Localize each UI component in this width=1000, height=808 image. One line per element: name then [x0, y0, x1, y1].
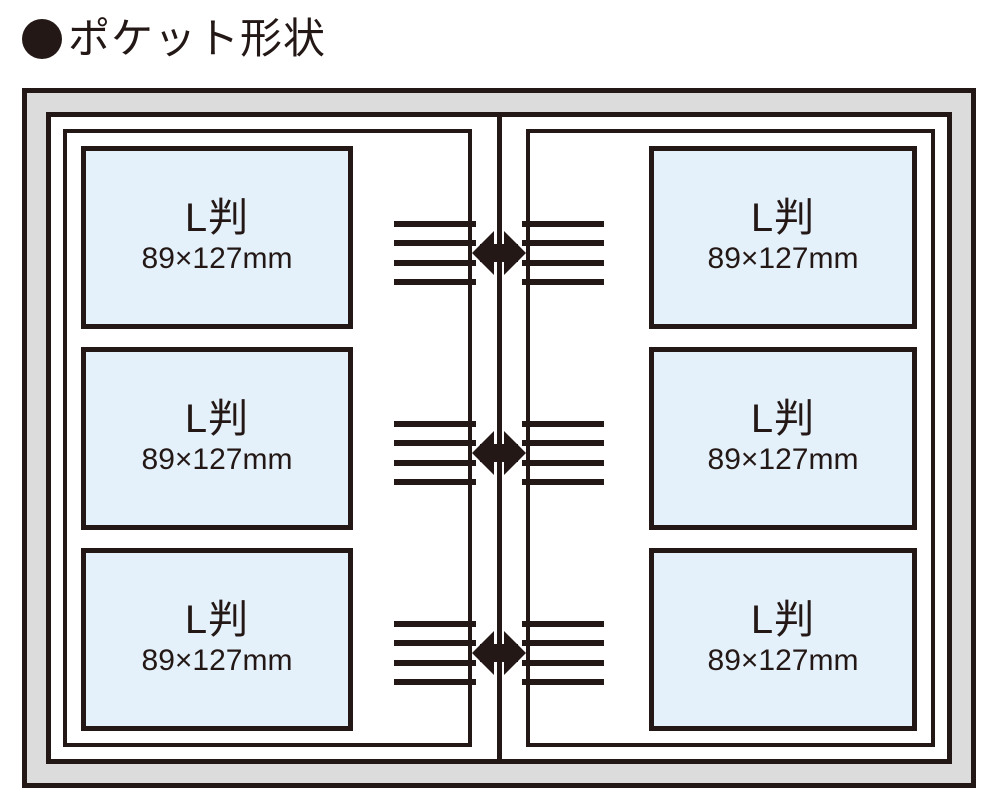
pocket-right-2[interactable]: L判 89×127mm	[649, 346, 917, 530]
album-half-right: L判 89×127mm L判 89×127mm L判 89×127mm	[526, 129, 935, 747]
page-title-label: ポケット形状	[68, 15, 327, 62]
pocket-left-1[interactable]: L判 89×127mm	[81, 145, 353, 329]
album-outer-frame: L判 89×127mm L判 89×127mm L判 89×127mm	[22, 88, 976, 788]
pocket-left-2[interactable]: L判 89×127mm	[81, 346, 353, 530]
album-spine	[497, 117, 502, 759]
pocket-dimensions: 89×127mm	[707, 443, 859, 476]
pocket-size-label: L判	[184, 397, 250, 441]
album-half-left: L判 89×127mm L判 89×127mm L判 89×127mm	[63, 129, 472, 747]
pocket-dimensions: 89×127mm	[707, 644, 859, 677]
pocket-size-label: L判	[184, 598, 250, 642]
pocket-right-1[interactable]: L判 89×127mm	[649, 145, 917, 329]
pocket-size-label: L判	[750, 397, 816, 441]
pocket-size-label: L判	[750, 598, 816, 642]
pocket-row: L判 89×127mm	[530, 344, 931, 532]
pocket-size-label: L判	[750, 196, 816, 240]
pocket-row: L判 89×127mm	[67, 143, 468, 331]
arrow-left-icon	[472, 626, 518, 680]
pocket-dimensions: 89×127mm	[141, 644, 293, 677]
pocket-row: L判 89×127mm	[67, 545, 468, 733]
filled-circle-bullet-icon	[22, 19, 62, 59]
pocket-right-3[interactable]: L判 89×127mm	[649, 547, 917, 731]
pocket-row: L判 89×127mm	[530, 143, 931, 331]
arrow-right-icon	[480, 626, 526, 680]
pocket-dimensions: 89×127mm	[707, 242, 859, 275]
arrow-left-icon	[472, 226, 518, 280]
pocket-size-label: L判	[184, 196, 250, 240]
pocket-left-3[interactable]: L判 89×127mm	[81, 547, 353, 731]
page-title: ポケット形状	[22, 8, 326, 70]
pocket-dimensions: 89×127mm	[141, 443, 293, 476]
pocket-row: L判 89×127mm	[530, 545, 931, 733]
arrow-left-icon	[472, 426, 518, 480]
arrow-right-icon	[480, 426, 526, 480]
pocket-row: L判 89×127mm	[67, 344, 468, 532]
arrow-right-icon	[480, 226, 526, 280]
album-page-area: L判 89×127mm L判 89×127mm L判 89×127mm	[46, 112, 952, 764]
pocket-dimensions: 89×127mm	[141, 242, 293, 275]
